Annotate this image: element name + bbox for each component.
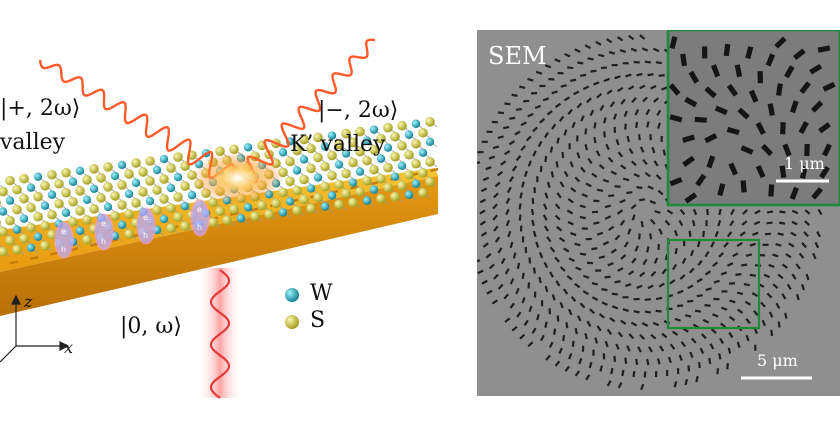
zoom-inset [666, 30, 840, 207]
svg-text:e: e [61, 227, 66, 236]
inset-slot-pattern [668, 36, 836, 204]
axes-icon [0, 294, 70, 363]
svg-text:h: h [61, 245, 66, 254]
state-minus-label: |−, 2ω⟩ [318, 98, 399, 123]
state-plus-label: |+, 2ω⟩ [0, 96, 81, 121]
axis-x-label: x [64, 338, 74, 357]
legend-w-ball [285, 288, 299, 302]
svg-text:e: e [101, 219, 106, 228]
valley-kprime-label: K’ valley [290, 132, 386, 157]
zoom-region-box [666, 238, 761, 330]
inset-scale-label: 1 μm [784, 154, 825, 173]
axis-z-label: z [24, 292, 33, 311]
sem-slot-pattern [477, 34, 823, 391]
valley-k-label: valley [0, 130, 66, 155]
legend-w-label: W [310, 281, 333, 306]
hotspot-glow [192, 152, 284, 204]
legend-s-label: S [310, 308, 326, 333]
left-wave [38, 59, 235, 180]
gold-substrate-edge [0, 176, 438, 316]
sem-image [477, 30, 840, 396]
svg-text:h: h [101, 237, 106, 246]
main-scale-label: 5 μm [757, 351, 798, 370]
vertical-wave [209, 269, 231, 399]
sem-panel: SEM 1 μm 5 μm [477, 30, 840, 396]
legend-s-ball [285, 315, 299, 329]
state-zero-label: |0, ω⟩ [120, 314, 182, 339]
svg-text:e: e [143, 213, 148, 222]
sem-title: SEM [488, 42, 547, 70]
svg-text:h: h [143, 231, 148, 240]
svg-text:h: h [197, 223, 202, 232]
svg-text:e: e [197, 205, 202, 214]
